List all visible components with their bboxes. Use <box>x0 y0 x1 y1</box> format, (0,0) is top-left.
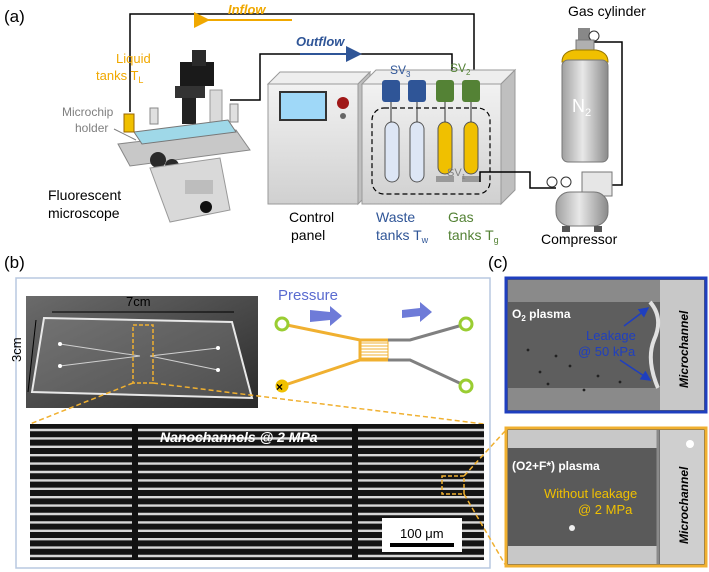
panel-b-label: (b) <box>4 253 25 272</box>
chip-photo <box>26 296 258 408</box>
outflow-label: Outflow <box>296 34 345 49</box>
panel-b: (b) 7cm 3cm Pressure <box>4 253 491 569</box>
panel-c-label: (c) <box>488 253 508 272</box>
gas-cylinder-label: Gas cylinder <box>568 3 646 19</box>
without-leakage-pressure-label: @ 2 MPa <box>578 502 633 517</box>
sv1-label: SV1 <box>447 167 466 181</box>
control-label: Control <box>289 209 334 225</box>
inflow-line <box>129 13 475 112</box>
outflow-line <box>230 53 453 101</box>
microchip-label: Microchip <box>62 105 114 119</box>
fluorescent-label: Fluorescent <box>48 187 121 203</box>
microchannel-label-bottom: Microchannel <box>677 466 691 544</box>
nanochannel-micrograph <box>30 424 484 560</box>
leakage-pressure-label: @ 50 kPa <box>578 344 636 359</box>
panel-a-label: (a) <box>4 7 25 26</box>
compressor-label: Compressor <box>541 231 618 247</box>
panel-label: panel <box>291 227 325 243</box>
panel-c: (c) O2 plasma Leakage @ 50 kPa Microchan… <box>463 253 708 568</box>
holder-label: holder <box>75 121 108 135</box>
sv3-label: SV3 <box>390 63 411 79</box>
sv2-label: SV2 <box>450 61 471 77</box>
control-panel-illustration <box>266 70 372 206</box>
microchannel-label-top: Microchannel <box>677 310 691 388</box>
inflow-label: Inflow <box>228 2 266 17</box>
gas-tanks-label: tanks Tg <box>448 227 499 245</box>
pressure-arrow-right <box>402 302 432 322</box>
waste-label: Waste <box>376 209 415 225</box>
svg-text:×: × <box>276 380 283 394</box>
o2f-plasma-label: (O2+F*) plasma <box>512 459 600 473</box>
o2-plasma-label: O2 plasma <box>512 307 571 323</box>
microscope-label: microscope <box>48 205 120 221</box>
waste-tanks-label: tanks Tw <box>376 227 429 245</box>
o2f-plasma-micrograph <box>504 426 708 568</box>
gas-label: Gas <box>448 209 474 225</box>
leakage-label: Leakage <box>586 328 636 343</box>
pressure-label: Pressure <box>278 287 338 304</box>
pressure-arrow-left <box>310 306 342 326</box>
channel-schematic: × <box>274 316 474 394</box>
tank-cabinet-illustration <box>360 68 517 206</box>
liquid-tanks-label-2: tanks TL <box>96 68 143 85</box>
compressor-illustration <box>546 171 613 232</box>
liquid-tanks-label: Liquid <box>116 51 151 66</box>
nanochannels-label: Nanochannels @ 2 MPa <box>160 429 318 445</box>
fluorescent-microscope-illustration <box>117 50 251 223</box>
without-leakage-label: Without leakage <box>544 486 637 501</box>
panel-a: (a) Inflow Outflow Liquid tanks TL <box>4 2 646 247</box>
width-dimension-label: 7cm <box>126 294 151 309</box>
n2-label: N2 <box>572 96 591 119</box>
o2-plasma-micrograph <box>504 276 708 414</box>
height-dimension-line <box>27 319 37 393</box>
height-dimension-label: 3cm <box>9 337 24 362</box>
scale-bar-label: 100 μm <box>400 526 444 541</box>
gas-cylinder-illustration <box>561 28 609 163</box>
